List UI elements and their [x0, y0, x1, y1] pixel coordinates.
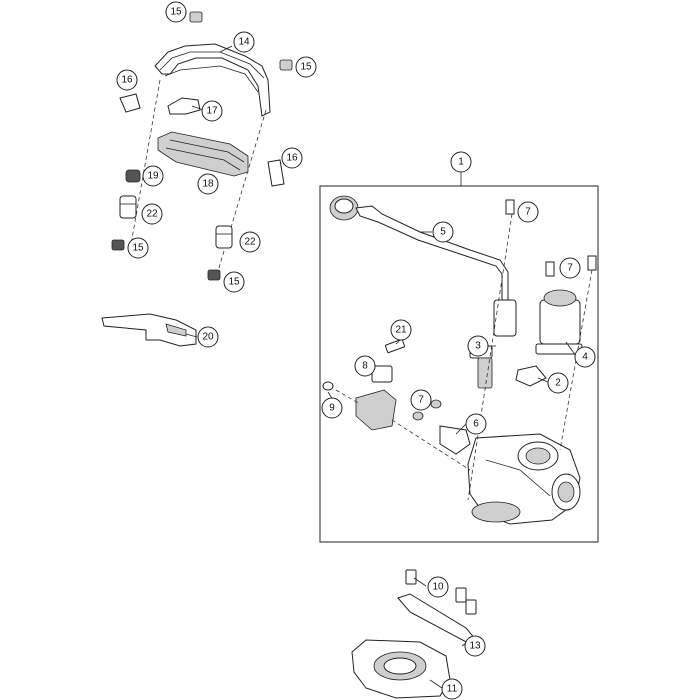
- svg-text:22: 22: [244, 237, 256, 248]
- svg-text:2: 2: [555, 378, 561, 389]
- svg-text:20: 20: [202, 332, 214, 343]
- callout-11: 11: [441, 678, 463, 700]
- callout-22-left: 22: [141, 203, 163, 225]
- throttle-body: [467, 433, 581, 525]
- part-7-screw-e: [587, 255, 597, 271]
- axis-line-box-c: [391, 419, 471, 471]
- callout-20: 20: [197, 326, 219, 348]
- callout-2: 2: [547, 372, 569, 394]
- svg-text:18: 18: [202, 179, 214, 190]
- axis-line-left: [129, 79, 161, 251]
- part-15-nut-top: [189, 11, 203, 23]
- part-22-sleeve-left: [119, 195, 137, 219]
- callout-13: 13: [464, 635, 486, 657]
- callout-22-right: 22: [239, 231, 261, 253]
- part-15-nut-upper-right: [279, 59, 293, 71]
- part-15-nut-lower-left: [111, 239, 125, 251]
- part-19-grommet: [125, 169, 141, 183]
- svg-text:17: 17: [206, 106, 218, 117]
- callout-10: 10: [427, 576, 449, 598]
- svg-text:15: 15: [170, 7, 182, 18]
- part-18-control-unit: [157, 131, 249, 177]
- svg-text:11: 11: [447, 684, 458, 695]
- callout-15-top: 15: [165, 1, 187, 23]
- callout-14: 14: [233, 31, 255, 53]
- part-15-nut-lower-right: [207, 269, 221, 281]
- part-7-screw-b: [412, 411, 424, 421]
- callout-8: 8: [354, 355, 376, 377]
- svg-text:16: 16: [286, 153, 298, 164]
- part-8-9-sensor: [322, 365, 397, 431]
- svg-text:7: 7: [525, 207, 531, 218]
- axis-line-box-d: [335, 389, 361, 405]
- callout-21: 21: [390, 319, 412, 341]
- svg-text:7: 7: [418, 395, 424, 406]
- callout-3: 3: [467, 335, 489, 357]
- part-21-stud: [384, 338, 406, 354]
- callout-1: 1: [450, 151, 472, 173]
- svg-text:13: 13: [469, 641, 481, 652]
- part-7-screw-c: [505, 199, 515, 215]
- part-22-sleeve-right: [215, 225, 233, 249]
- callout-4: 4: [574, 346, 596, 368]
- svg-text:8: 8: [362, 361, 368, 372]
- part-11-manifold: [351, 639, 451, 699]
- svg-text:4: 4: [582, 352, 588, 363]
- part-16-clip-right: [267, 159, 285, 187]
- part-20-cover: [101, 313, 197, 347]
- svg-text:10: 10: [432, 582, 444, 593]
- svg-text:5: 5: [440, 227, 446, 238]
- svg-text:16: 16: [121, 75, 133, 86]
- svg-text:6: 6: [473, 419, 479, 430]
- callout-15-lower-left: 15: [127, 237, 149, 259]
- callout-7-top: 7: [517, 201, 539, 223]
- part-5-fuel-hose: [329, 195, 517, 337]
- callout-19: 19: [142, 165, 164, 187]
- callout-7-left: 7: [410, 389, 432, 411]
- part-7-screw-d: [545, 261, 555, 277]
- part-17-clip: [167, 97, 201, 115]
- svg-text:14: 14: [238, 37, 250, 48]
- svg-text:21: 21: [395, 325, 407, 336]
- axis-line-right: [215, 109, 267, 279]
- part-16-clip-left: [119, 93, 141, 113]
- callout-15-lower-right: 15: [223, 271, 245, 293]
- callout-15-upper-right: 15: [295, 56, 317, 78]
- svg-text:15: 15: [228, 277, 240, 288]
- callout-9: 9: [321, 397, 343, 419]
- callout-16-left: 16: [116, 69, 138, 91]
- callout-5: 5: [432, 221, 454, 243]
- part-10-screws: [405, 569, 477, 615]
- callout-6: 6: [465, 413, 487, 435]
- svg-text:9: 9: [329, 403, 335, 414]
- axis-line-box-a: [467, 213, 513, 501]
- svg-text:1: 1: [458, 157, 464, 168]
- throttle-body-assembly-frame: [319, 185, 599, 543]
- callout-17: 17: [201, 100, 223, 122]
- part-2-clip: [515, 365, 547, 387]
- part-14-bracket: [154, 43, 271, 117]
- callout-7-right: 7: [559, 257, 581, 279]
- svg-text:22: 22: [146, 209, 158, 220]
- part-4-actuator: [535, 289, 583, 355]
- svg-text:15: 15: [300, 62, 312, 73]
- part-6-plate: [439, 425, 471, 455]
- svg-text:19: 19: [147, 171, 159, 182]
- callout-18: 18: [197, 173, 219, 195]
- part-7-screw-a: [430, 399, 442, 409]
- svg-text:15: 15: [132, 243, 144, 254]
- callout-16-right: 16: [281, 147, 303, 169]
- svg-text:3: 3: [475, 341, 481, 352]
- svg-text:7: 7: [567, 263, 573, 274]
